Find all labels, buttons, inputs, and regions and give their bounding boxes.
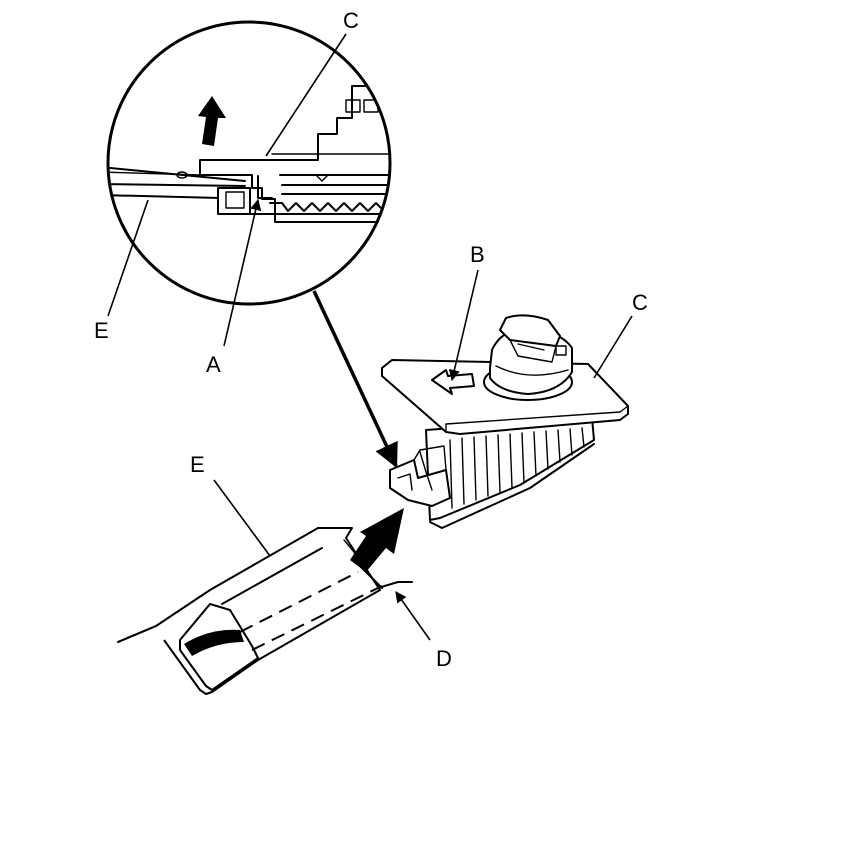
rail-notch [315,174,329,182]
underside-ribs [449,427,585,509]
tool-lower-edge [108,183,246,187]
tool-tip-dot [176,171,188,179]
end-clip-rib [419,451,433,491]
top-plate-thickness [445,405,629,433]
label-c-top: C [343,8,359,33]
end-clip-slot [397,473,413,491]
tool-mid-line [108,171,201,176]
panel-cross-section [199,85,390,223]
main-assembly [381,314,629,529]
serrated-teeth [269,202,390,212]
knob-top [499,314,561,347]
underside-lower-edge [429,443,595,529]
label-e-bottom: E [190,452,205,477]
tool-assembly [117,508,413,695]
tool-tip-blade [377,581,413,589]
knob-slot [517,343,545,351]
end-clip-top [413,445,447,471]
knob-ring [495,365,569,376]
hidden-line-2 [251,585,383,651]
leader-d [395,591,431,641]
label-e-left: E [94,318,109,343]
leader-c-right [593,315,633,379]
detail-connector-arrow [312,290,398,469]
detail-view [106,20,392,306]
label-c-right: C [632,290,648,315]
hidden-line-1 [239,571,359,633]
handle-window [179,603,259,691]
leader-a [223,198,262,347]
insert-arrow-icon [350,508,404,572]
tool-bottom-line [108,194,221,199]
tool-body [117,527,381,695]
leader-e-bottom [213,479,271,557]
clip-hook [257,175,273,199]
panel-square-1 [345,99,361,113]
pull-up-arrow-icon [198,96,226,146]
clip-inner [225,191,245,209]
slide-direction-arrow-icon [431,369,475,395]
detail-circle-border [106,20,392,306]
handle-grip-mark [184,629,244,656]
knob-face [509,339,557,363]
knob [483,314,573,401]
tool-left-edge [117,625,157,643]
leader-c-top [265,33,347,157]
label-a: A [206,352,221,377]
leader-b [448,269,479,382]
label-b: B [470,242,485,267]
end-clip [389,459,451,507]
tool-top-edge [221,547,323,605]
leader-e-left [107,199,149,317]
label-d: D [436,646,452,671]
top-plate-front-edge [381,375,447,433]
knob-square [555,345,567,356]
